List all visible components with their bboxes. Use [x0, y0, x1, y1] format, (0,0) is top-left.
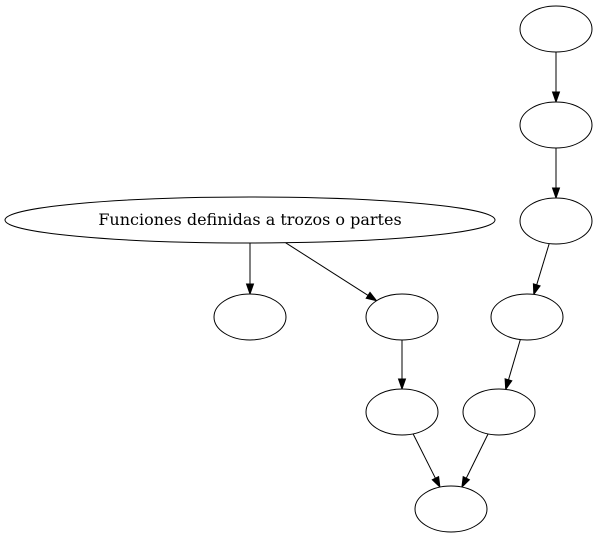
node-ellipse: [462, 388, 536, 436]
node-n_left: [213, 293, 287, 341]
node-n_r4: [490, 293, 564, 341]
edge-line: [536, 243, 550, 285]
node-ellipse: [490, 293, 564, 341]
node-label: Funciones definidas a trozos o partes: [98, 210, 401, 229]
node-n_r1: [519, 5, 593, 53]
arrowhead: [504, 378, 513, 391]
arrowhead: [365, 291, 378, 302]
edge-line: [465, 433, 489, 479]
node-n_bottom: [414, 485, 488, 533]
edge-line: [508, 339, 521, 380]
node-ellipse: [414, 485, 488, 533]
arrowhead: [431, 475, 441, 489]
edge-n_main-to-n_mid1: [285, 242, 378, 302]
node-n_r5: [462, 388, 536, 436]
arrowhead: [551, 187, 561, 200]
node-n_mid2: [365, 388, 439, 436]
arrowhead: [532, 283, 541, 296]
node-ellipse: [4, 196, 496, 244]
edge-n_r3-to-n_r4: [532, 243, 550, 296]
node-n_main: Funciones definidas a trozos o partes: [4, 196, 496, 244]
edge-n_r1-to-n_r2: [551, 52, 561, 104]
node-n_r3: [519, 197, 593, 245]
node-ellipse: [213, 293, 287, 341]
node-ellipse: [519, 197, 593, 245]
edge-line: [412, 433, 436, 479]
edge-n_r2-to-n_r3: [551, 148, 561, 200]
node-ellipse: [365, 293, 439, 341]
node-ellipse: [519, 101, 593, 149]
node-n_mid1: [365, 293, 439, 341]
node-ellipse: [519, 5, 593, 53]
arrowhead: [551, 91, 561, 104]
edge-n_r4-to-n_r5: [504, 339, 521, 391]
arrowhead: [245, 283, 255, 296]
edge-n_mid2-to-n_bottom: [412, 433, 441, 489]
arrowhead: [397, 378, 407, 391]
edge-n_main-to-n_left: [245, 243, 255, 296]
node-n_r2: [519, 101, 593, 149]
edge-line: [285, 242, 369, 296]
edge-n_mid1-to-n_mid2: [397, 340, 407, 391]
arrowhead: [461, 475, 471, 489]
node-ellipse: [365, 388, 439, 436]
edge-n_r5-to-n_bottom: [461, 433, 489, 489]
